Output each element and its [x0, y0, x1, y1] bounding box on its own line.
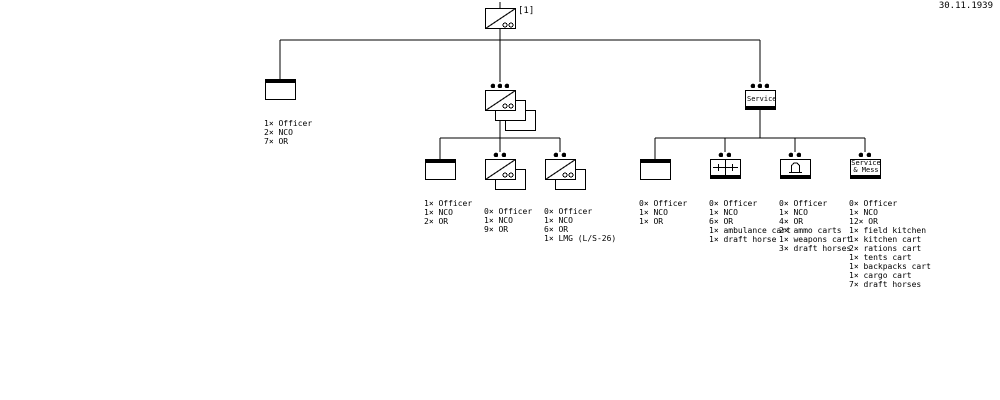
rifle-squad-symbol [485, 152, 526, 190]
ammunition-squad-symbol [780, 152, 811, 179]
root-unit-symbol [485, 8, 516, 29]
company-hq-symbol [265, 79, 296, 100]
service-platoon-symbol [745, 83, 776, 110]
lmg-squad-symbol [545, 152, 586, 190]
service-symbol-label: Service [747, 95, 777, 103]
platoon-hq-symbol [425, 159, 456, 180]
platoon-stack-symbol [485, 83, 536, 131]
service-echelon-dots [750, 83, 770, 89]
root-designation: [1] [518, 6, 535, 16]
platoon-echelon-dots [490, 83, 510, 89]
service-mess-symbol-label: Service& Mess [851, 159, 881, 174]
medical-squad-symbol [710, 152, 741, 179]
chart-date: 30.11.1939 [938, 1, 993, 11]
service-mess-symbol [850, 152, 881, 179]
service-hq-symbol [640, 159, 671, 180]
connector-lines [279, 2, 866, 159]
